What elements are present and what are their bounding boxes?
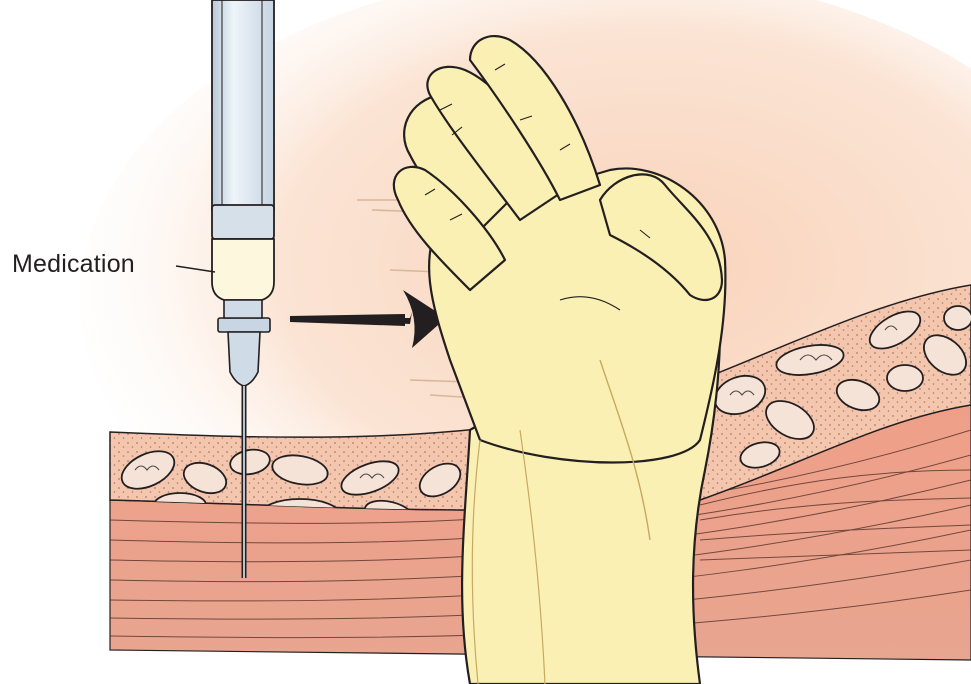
syringe-hub bbox=[224, 300, 262, 386]
syringe-plunger bbox=[212, 205, 274, 239]
syringe-hub-ring bbox=[218, 318, 270, 332]
medication-label: Medication bbox=[12, 250, 135, 279]
syringe-barrel bbox=[212, 0, 274, 210]
medication-chamber bbox=[212, 239, 274, 300]
